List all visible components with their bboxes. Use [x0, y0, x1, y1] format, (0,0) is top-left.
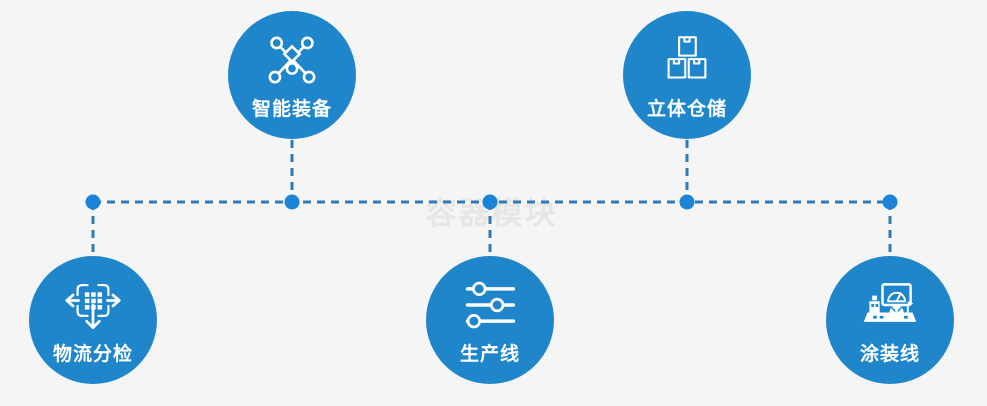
- junction-dot: [679, 194, 695, 210]
- node-production-line[interactable]: 生产线: [426, 256, 554, 384]
- stacked-boxes-icon: [659, 31, 715, 89]
- control-console-icon: [860, 276, 920, 334]
- junction-dot: [482, 194, 498, 210]
- node-label: 涂装线: [859, 344, 920, 365]
- node-logistics-sorting[interactable]: 物流分检: [29, 256, 157, 384]
- junction-dot: [882, 194, 898, 210]
- node-label: 生产线: [459, 344, 520, 365]
- junction-dot: [284, 194, 300, 210]
- junction-dot: [85, 194, 101, 210]
- node-painting-line[interactable]: 涂装线: [826, 256, 954, 384]
- node-label: 物流分检: [52, 344, 133, 365]
- network-nodes-icon: [263, 31, 321, 89]
- node-smart-equipment[interactable]: 智能装备: [228, 11, 356, 139]
- sorting-arrows-icon: [64, 276, 122, 334]
- node-label: 立体仓储: [646, 99, 727, 120]
- node-stereo-warehouse[interactable]: 立体仓储: [623, 11, 751, 139]
- node-label: 智能装备: [251, 99, 332, 120]
- sliders-icon: [461, 276, 519, 334]
